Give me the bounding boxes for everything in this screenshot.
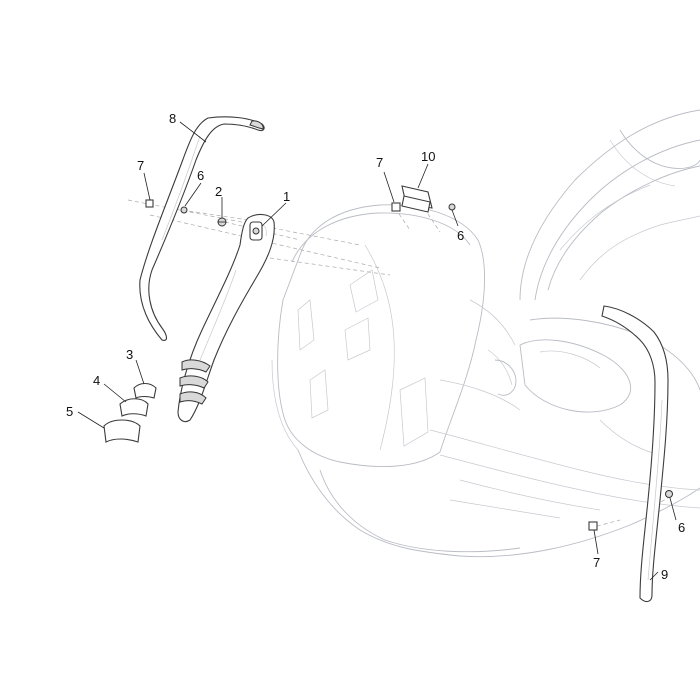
- fastener-2: [217, 217, 227, 227]
- fastener-7b: [391, 202, 401, 212]
- part-3-cap: [133, 382, 157, 399]
- part-9-trim-strip: [601, 305, 669, 603]
- part-1-horn-cover: [177, 213, 275, 423]
- callout-7a: 7: [137, 158, 144, 173]
- callout-5: 5: [66, 404, 73, 419]
- callout-1: 1: [283, 189, 290, 204]
- callout-7b: 7: [376, 155, 383, 170]
- fastener-6a: [180, 206, 188, 214]
- callout-7c: 7: [593, 555, 600, 570]
- callout-9: 9: [661, 567, 668, 582]
- callout-10: 10: [421, 149, 435, 164]
- callout-labels: 8 7 6 2 1 7 10 6 3 4 5 6 7 9: [66, 111, 685, 582]
- scooter-body-outline: [271, 109, 700, 558]
- callout-6c: 6: [678, 520, 685, 535]
- part-4-cap: [119, 398, 149, 417]
- part-10-bracket: [401, 185, 433, 213]
- fastener-6b: [448, 203, 456, 211]
- callout-2: 2: [215, 184, 222, 199]
- callout-3: 3: [126, 347, 133, 362]
- fastener-6c: [665, 490, 673, 498]
- callout-8: 8: [169, 111, 176, 126]
- callout-6b: 6: [457, 228, 464, 243]
- part-8-trim-strip: [139, 116, 265, 341]
- fastener-7c: [588, 521, 598, 531]
- callout-4: 4: [93, 373, 100, 388]
- leader-lines: [77, 121, 677, 581]
- fastener-7a: [145, 199, 154, 208]
- callout-6a: 6: [197, 168, 204, 183]
- part-5-cap: [103, 419, 141, 443]
